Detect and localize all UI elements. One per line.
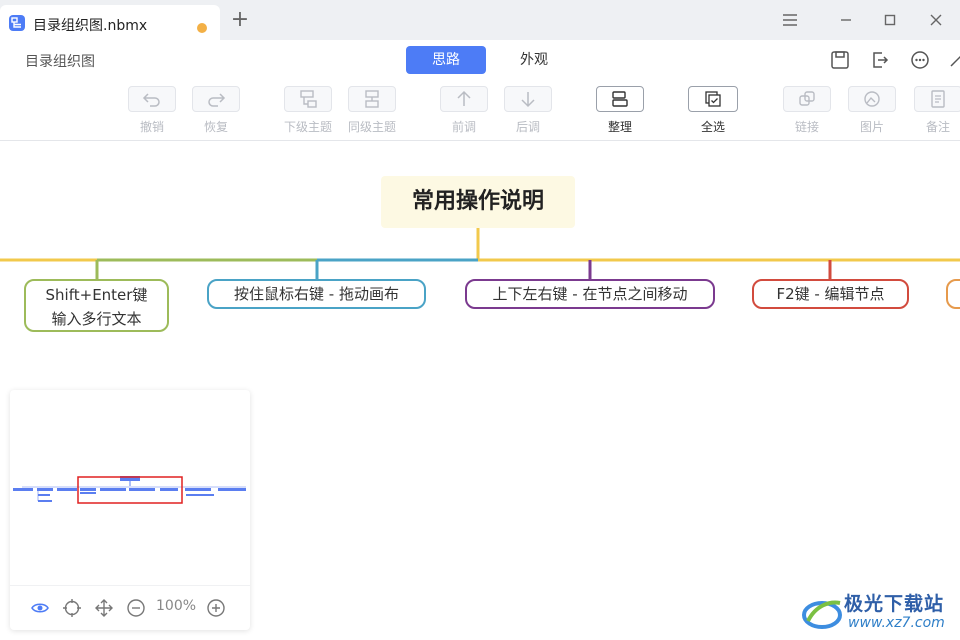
menu-icon[interactable] [780, 10, 800, 30]
collapse-icon[interactable] [946, 49, 960, 71]
minimap-panel: 100% [10, 390, 250, 630]
zoom-out-icon[interactable] [126, 598, 146, 618]
arrow-up-icon [457, 90, 471, 106]
toolbar-divider [0, 140, 960, 141]
minimap-preview[interactable] [10, 390, 250, 585]
arrange-label: 整理 [607, 120, 632, 134]
move-up-button[interactable]: 前调 [440, 86, 488, 135]
redo-icon [208, 93, 226, 107]
zoom-in-icon[interactable] [206, 598, 226, 618]
watermark-title: 极光下载站 [844, 593, 945, 615]
branch-node-partial[interactable] [946, 279, 960, 309]
move-up-label: 前调 [451, 120, 476, 134]
export-icon[interactable] [869, 49, 891, 71]
locate-center-icon[interactable] [62, 598, 82, 618]
save-icon[interactable] [829, 49, 851, 71]
document-title: 目录组织图 [25, 54, 95, 70]
link-label: 链接 [794, 120, 819, 134]
unsaved-indicator [197, 23, 207, 33]
arrange-icon [612, 91, 628, 107]
redo-button[interactable]: 恢复 [192, 86, 240, 135]
branch-node-drag-canvas[interactable]: 按住鼠标右键 - 拖动画布 [207, 279, 426, 309]
undo-icon [142, 93, 160, 107]
root-node[interactable]: 常用操作说明 [381, 176, 575, 228]
select-all-icon [705, 91, 721, 107]
note-label: 备注 [925, 120, 950, 134]
child-topic-label: 下级主题 [284, 120, 333, 134]
link-icon [799, 91, 815, 106]
undo-label: 撤销 [139, 120, 164, 134]
tab-outline-mode[interactable]: 思路 [406, 46, 486, 74]
connector-lines [0, 228, 960, 279]
title-bar: 目录组织图.nbmx + [0, 0, 960, 40]
watermark-logo-icon [802, 600, 842, 629]
note-icon [931, 90, 945, 108]
branch-node-f2-edit[interactable]: F2键 - 编辑节点 [752, 279, 909, 309]
zoom-level: 100% [156, 598, 197, 614]
child-topic-button[interactable]: 下级主题 [284, 86, 332, 135]
tab-appearance-mode[interactable]: 外观 [520, 52, 548, 68]
arrow-down-icon [521, 92, 535, 108]
sibling-topic-icon [365, 90, 379, 108]
mindmap-canvas[interactable]: 常用操作说明 Shift+Enter键 输入多行文本 按住鼠标右键 - 拖动画布… [0, 141, 960, 640]
close-icon[interactable] [926, 10, 946, 30]
redo-label: 恢复 [203, 120, 228, 134]
branch-node-line1: Shift+Enter键 [45, 286, 148, 304]
sibling-topic-button[interactable]: 同级主题 [348, 86, 396, 135]
move-icon[interactable] [94, 598, 114, 618]
move-down-label: 后调 [515, 120, 540, 134]
tab-title: 目录组织图.nbmx [33, 18, 148, 34]
eye-icon[interactable] [30, 598, 50, 618]
child-topic-icon [300, 90, 317, 108]
branch-node-line2: 输入多行文本 [51, 310, 142, 328]
branch-node-arrow-keys[interactable]: 上下左右键 - 在节点之间移动 [465, 279, 715, 309]
watermark: 极光下载站 www.xz7.com [800, 585, 960, 640]
minimap-controls: 100% [10, 585, 250, 630]
minimize-icon[interactable] [836, 10, 856, 30]
arrange-button[interactable]: 整理 [596, 86, 644, 135]
image-button[interactable]: 图片 [848, 86, 896, 135]
select-all-label: 全选 [700, 120, 725, 134]
mindmap-file-icon [9, 15, 25, 31]
image-icon [864, 91, 880, 107]
document-tab[interactable]: 目录组织图.nbmx [0, 5, 220, 40]
sibling-topic-label: 同级主题 [348, 120, 397, 134]
watermark-url: www.xz7.com [848, 615, 945, 631]
maximize-icon[interactable] [880, 10, 900, 30]
undo-button[interactable]: 撤销 [128, 86, 176, 135]
note-button[interactable]: 备注 [914, 86, 960, 135]
more-icon[interactable] [909, 49, 931, 71]
link-button[interactable]: 链接 [783, 86, 831, 135]
new-tab-button[interactable]: + [230, 7, 250, 32]
branch-node-multiline[interactable]: Shift+Enter键 输入多行文本 [24, 279, 169, 332]
move-down-button[interactable]: 后调 [504, 86, 552, 135]
select-all-button[interactable]: 全选 [688, 86, 738, 135]
image-label: 图片 [859, 120, 884, 134]
